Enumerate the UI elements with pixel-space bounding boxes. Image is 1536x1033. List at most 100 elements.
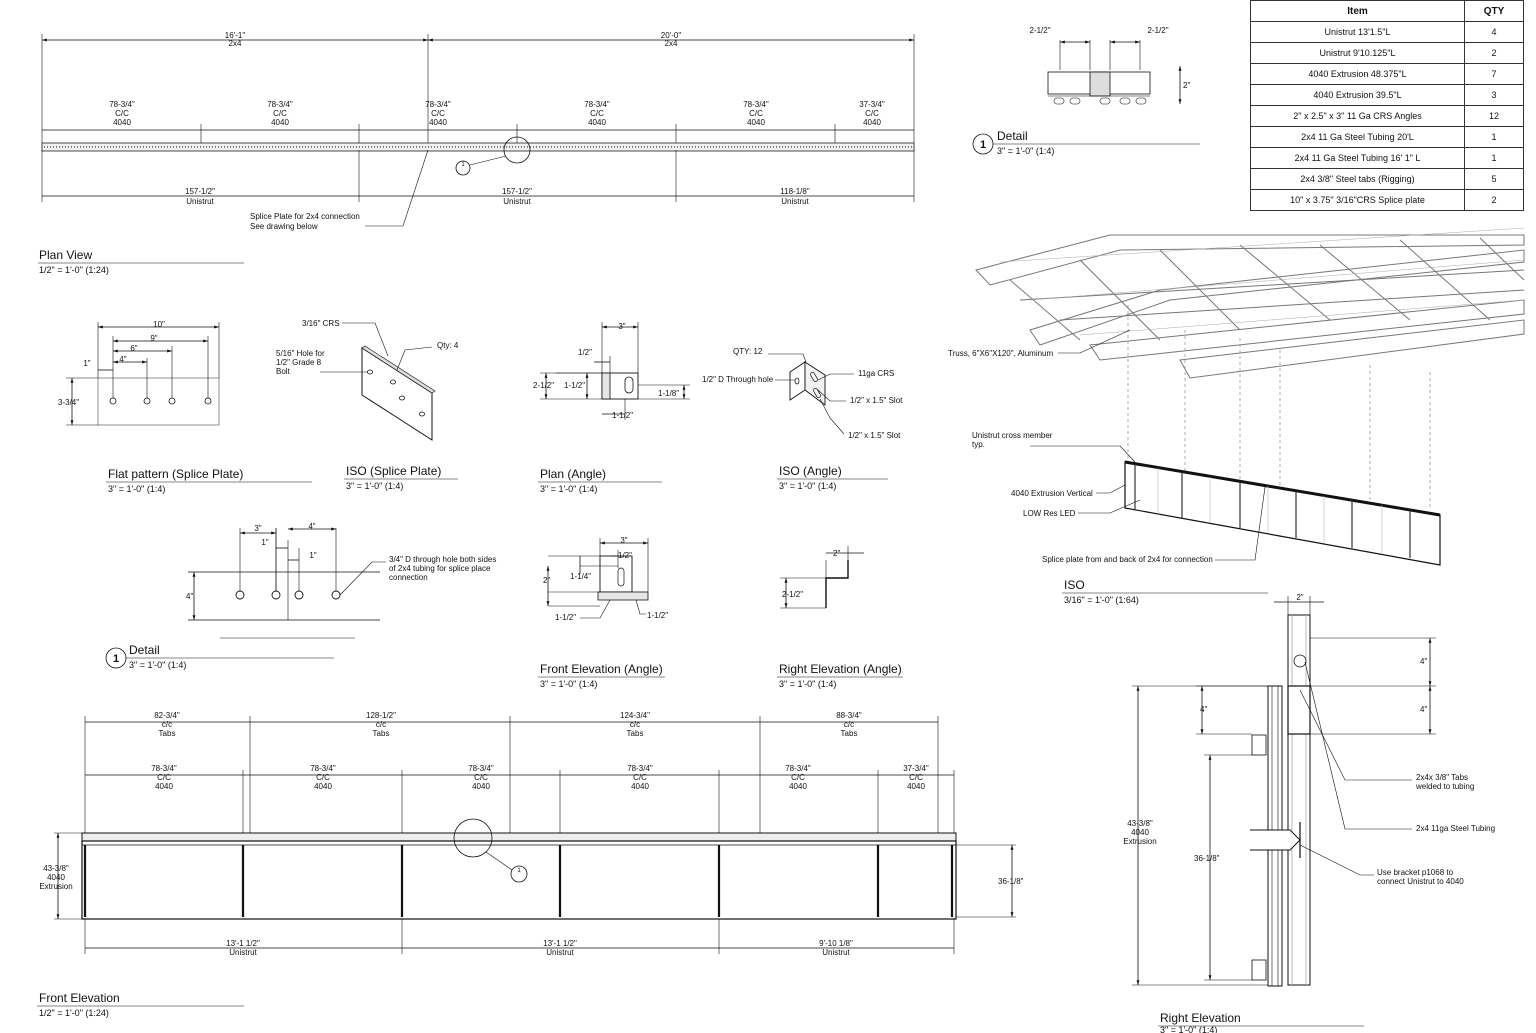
plan-angle-dim-112a: 1-1/2" (564, 381, 585, 390)
bom-item: 10" x 3.75" 3/16"CRS Splice plate (1250, 189, 1465, 211)
front-angle-dim-2: 2" (543, 576, 550, 585)
flat-pattern: 10" 9" 6" 4" 1" 3-3/4" Flat pattern (Spl… (58, 320, 312, 494)
fe-cc-1-l1: C/C (157, 773, 171, 782)
table-row: 2x4 3/8" Steel tabs (Rigging)5 (1250, 168, 1524, 190)
fe-bottom-2-spec: Unistrut (546, 948, 574, 957)
plan-detail-bubble (503, 136, 531, 164)
re-note-tabs-1: 2x4x 3/8" Tabs (1416, 773, 1468, 782)
iso-splice-note-hole-2: 1/2" Grade 8 (276, 358, 322, 367)
plan-angle-dim-212: 2-1/2" (533, 381, 554, 390)
plan-view: 16'-1" 2x4 20'-0" 2x4 78-3/4" C/C 4040 7… (38, 31, 915, 275)
iso-note-unistrut-1: Unistrut cross member (972, 431, 1053, 440)
fe-right-h: 36-1/8" (998, 877, 1024, 886)
plan-angle-scale: 3" = 1'-0" (1:4) (540, 484, 597, 494)
fe-bottom-2: 13'-1 1/2" (543, 939, 577, 948)
fe-tab-2-l1: c/c (376, 720, 386, 729)
detail-mid-note-3: connection (389, 573, 428, 582)
plan-splice-note-1: Splice Plate for 2x4 connection (250, 212, 360, 221)
detail-mid-dim-3: 3" (254, 524, 261, 533)
bom-qty: 7 (1464, 63, 1524, 85)
fe-cc-1-l2: 4040 (155, 782, 173, 791)
plan-cc-2-l2: 4040 (271, 118, 289, 127)
plan-cc-4-l1: C/C (590, 109, 604, 118)
bom-header-qty: QTY (1464, 0, 1524, 22)
fe-left-h-2: 4040 (47, 873, 65, 882)
re-h-2: 4040 (1131, 828, 1149, 837)
bom-qty: 4 (1464, 21, 1524, 43)
plan-cc-5: 78-3/4" (743, 100, 769, 109)
flat-dim-1: 1" (83, 359, 90, 368)
flat-pattern-scale: 3" = 1'-0" (1:4) (108, 484, 165, 494)
bom-qty: 2 (1464, 42, 1524, 64)
front-angle-title: Front Elevation (Angle) (540, 662, 663, 676)
plan-cc-4: 78-3/4" (584, 100, 610, 109)
plan-angle-title: Plan (Angle) (540, 467, 606, 481)
plan-angle-dim-3: 3" (618, 322, 625, 331)
flat-dim-4: 4" (119, 355, 126, 364)
plan-cc-3-l2: 4040 (429, 118, 447, 127)
iso-splice-note-crs: 3/16" CRS (302, 319, 340, 328)
bom-item: 4040 Extrusion 48.375"L (1250, 63, 1465, 85)
right-elevation-scale: 3" = 1'-0" (1:4) (1160, 1025, 1217, 1033)
plan-cc-5-l2: 4040 (747, 118, 765, 127)
plan-cc-1-l2: 4040 (113, 118, 131, 127)
fe-cc-1: 78-3/4" (151, 764, 177, 773)
iso-main-scale: 3/16" = 1'-0" (1:64) (1064, 595, 1139, 605)
front-angle: 3" 1/2" 1-1/4" 2" 1-1/2" 1-1/2" Front El… (538, 536, 668, 689)
plan-cc-3: 78-3/4" (425, 100, 451, 109)
re-dim-4b: 4" (1420, 705, 1427, 714)
re-h-3: Extrusion (1123, 837, 1156, 846)
fe-bottom-3-spec: Unistrut (822, 948, 850, 957)
iso-note-truss: Truss, 6"X6"X120", Aluminum (948, 349, 1053, 358)
re-note-bracket-2: connect Unistrut to 4040 (1377, 877, 1464, 886)
fe-tab-4-l2: Tabs (841, 729, 858, 738)
bom-item: 2x4 3/8" Steel tabs (Rigging) (1250, 168, 1465, 190)
fe-tab-3-l1: c/c (630, 720, 640, 729)
fe-callout-icon (510, 865, 528, 883)
iso-angle-scale: 3" = 1'-0" (1:4) (779, 481, 836, 491)
iso-main-title: ISO (1064, 578, 1085, 592)
detail-top-dim-right: 2-1/2" (1147, 26, 1168, 35)
plan-cc-2: 78-3/4" (267, 100, 293, 109)
bom-header-item: Item (1250, 0, 1465, 22)
fe-cc-5-l2: 4040 (789, 782, 807, 791)
bom-item: Unistrut 13'1.5"L (1250, 21, 1465, 43)
plan-cc-6: 37-3/4" (859, 100, 885, 109)
detail-top-scale: 3" = 1'-0" (1:4) (997, 146, 1054, 156)
front-angle-dim-114: 1-1/4" (570, 572, 591, 581)
fe-cc-2-l2: 4040 (314, 782, 332, 791)
iso-note-4040: 4040 Extrusion Vertical (1011, 489, 1093, 498)
flat-dim-6: 6" (130, 344, 137, 353)
fe-cc-2-l1: C/C (316, 773, 330, 782)
fe-tab-4-l1: c/c (844, 720, 854, 729)
right-angle-title: Right Elevation (Angle) (779, 662, 902, 676)
front-elevation-title: Front Elevation (39, 991, 120, 1005)
bom-header-row: Item QTY (1250, 0, 1524, 22)
bom-item: 2" x 2.5" x 3" 11 Ga CRS Angles (1250, 105, 1465, 127)
flat-dim-h: 3-3/4" (58, 398, 79, 407)
front-elevation-scale: 1/2" = 1'-0" (1:24) (39, 1008, 109, 1018)
bom-qty: 1 (1464, 126, 1524, 148)
fe-bottom-3: 9'-10 1/8" (819, 939, 853, 948)
iso-splice-note-hole-3: Bolt (276, 367, 291, 376)
front-angle-dim-112b: 1-1/2" (647, 611, 668, 620)
right-angle-dim-212: 2-1/2" (782, 590, 803, 599)
detail-mid-num: 1 (113, 653, 119, 665)
fe-tab-1-l2: Tabs (159, 729, 176, 738)
fe-cc-2: 78-3/4" (310, 764, 336, 773)
iso-splice-note-hole-1: 5/16" Hole for (276, 349, 325, 358)
plan-bottom-1-spec: Unistrut (186, 197, 214, 206)
right-elevation-title: Right Elevation (1160, 1011, 1241, 1025)
detail-top-title: Detail (997, 129, 1028, 143)
right-angle-scale: 3" = 1'-0" (1:4) (779, 679, 836, 689)
fe-detail-bubble (453, 818, 493, 858)
plan-dim-top-1: 16'-1" (225, 31, 246, 40)
bom-qty: 1 (1464, 147, 1524, 169)
plan-cc-4-l2: 4040 (588, 118, 606, 127)
fe-cc-4-l1: C/C (633, 773, 647, 782)
